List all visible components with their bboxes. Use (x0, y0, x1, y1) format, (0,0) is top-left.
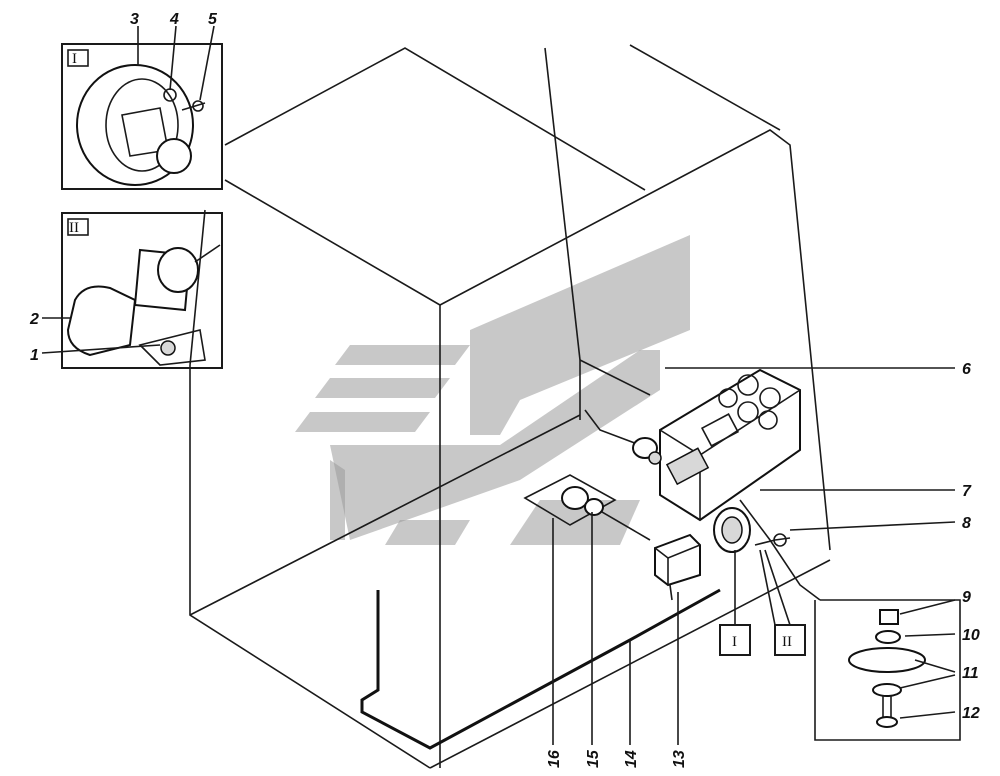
inset-i: I (61, 43, 223, 190)
callout-9: 9 (962, 589, 971, 606)
lamp-assembly: I II (713, 507, 806, 656)
inset-ii-label: II (69, 220, 79, 236)
callout-7: 7 (962, 483, 972, 500)
inset-i-label: I (72, 51, 77, 67)
callout-15: 15 (585, 749, 602, 768)
mounting-detail (814, 599, 961, 741)
callout-2: 2 (29, 311, 39, 328)
callout-5: 5 (208, 11, 218, 28)
callout-16: 16 (546, 750, 563, 768)
view-marker-ii: II (782, 634, 792, 650)
leader-lines (41, 25, 956, 745)
inset-ii: II (61, 212, 223, 369)
cab-outline (189, 44, 831, 769)
callout-8: 8 (962, 515, 971, 532)
callout-10: 10 (962, 627, 980, 644)
callout-14: 14 (623, 750, 640, 768)
callout-labels: 3 4 5 2 1 6 7 8 9 10 11 12 13 14 15 16 (29, 11, 980, 768)
callout-12: 12 (962, 705, 980, 722)
callout-4: 4 (169, 11, 179, 28)
view-marker-i: I (732, 634, 737, 650)
callout-6: 6 (962, 361, 971, 378)
callout-13: 13 (671, 750, 688, 768)
callout-3: 3 (130, 11, 139, 28)
socket-plate (523, 474, 617, 526)
control-panel (632, 368, 801, 522)
callout-1: 1 (30, 347, 39, 364)
relay-block (654, 533, 701, 601)
watermark-logo (295, 235, 690, 545)
callout-11: 11 (962, 665, 979, 682)
